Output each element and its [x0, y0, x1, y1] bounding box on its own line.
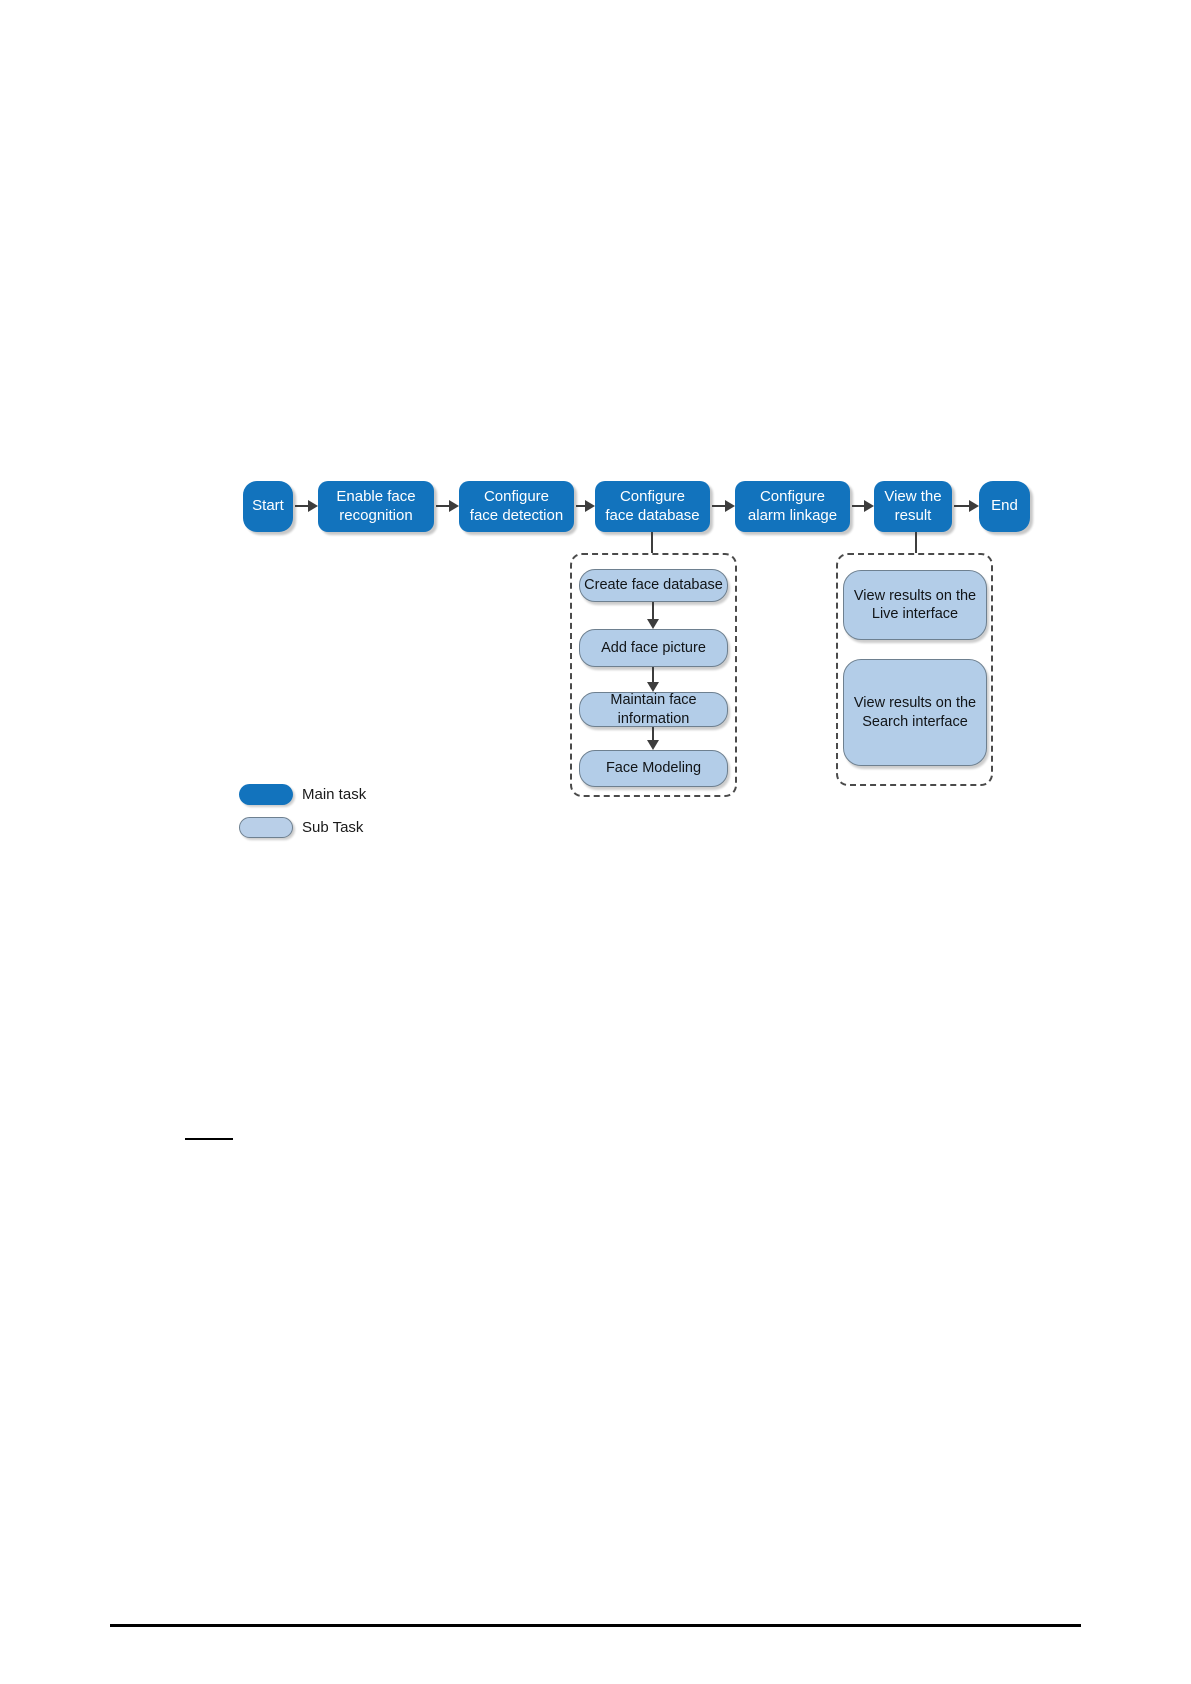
legend-sub-task-label: Sub Task	[302, 819, 364, 836]
subtask-add-face-picture: Add face picture	[579, 629, 728, 667]
flow-node-configure-alarm-linkage: Configure alarm linkage	[735, 481, 850, 532]
flow-node-configure-face-detection: Configure face detection	[459, 481, 574, 532]
flow-node-end: End	[979, 481, 1030, 532]
subtask-view-results-search: View results on the Search interface	[843, 659, 987, 766]
flow-node-configure-face-database: Configure face database	[595, 481, 710, 532]
arrow-right-icon	[576, 500, 595, 512]
subtask-create-face-database: Create face database	[579, 569, 728, 602]
connector-line	[651, 532, 653, 553]
arrow-down-icon	[647, 602, 659, 629]
arrow-right-icon	[712, 500, 735, 512]
arrow-right-icon	[852, 500, 874, 512]
arrow-down-icon	[647, 727, 659, 750]
face-database-subtasks-container	[570, 553, 737, 797]
result-subtasks-container	[836, 553, 993, 786]
flow-node-view-the-result: View the result	[874, 481, 952, 532]
legend-sub-task-swatch	[239, 817, 293, 838]
flow-node-start: Start	[243, 481, 293, 532]
arrow-down-icon	[647, 667, 659, 692]
legend-main-task-swatch	[239, 784, 293, 805]
arrow-right-icon	[436, 500, 459, 512]
footer-rule	[110, 1624, 1081, 1627]
arrow-right-icon	[954, 500, 979, 512]
subtask-maintain-face-information: Maintain face information	[579, 692, 728, 727]
legend-main-task-label: Main task	[302, 786, 367, 803]
arrow-right-icon	[295, 500, 318, 512]
flow-node-enable-face-recognition: Enable face recognition	[318, 481, 434, 532]
subtask-face-modeling: Face Modeling	[579, 750, 728, 787]
subtask-view-results-live: View results on the Live interface	[843, 570, 987, 640]
connector-line	[915, 532, 917, 553]
short-rule	[185, 1138, 233, 1140]
